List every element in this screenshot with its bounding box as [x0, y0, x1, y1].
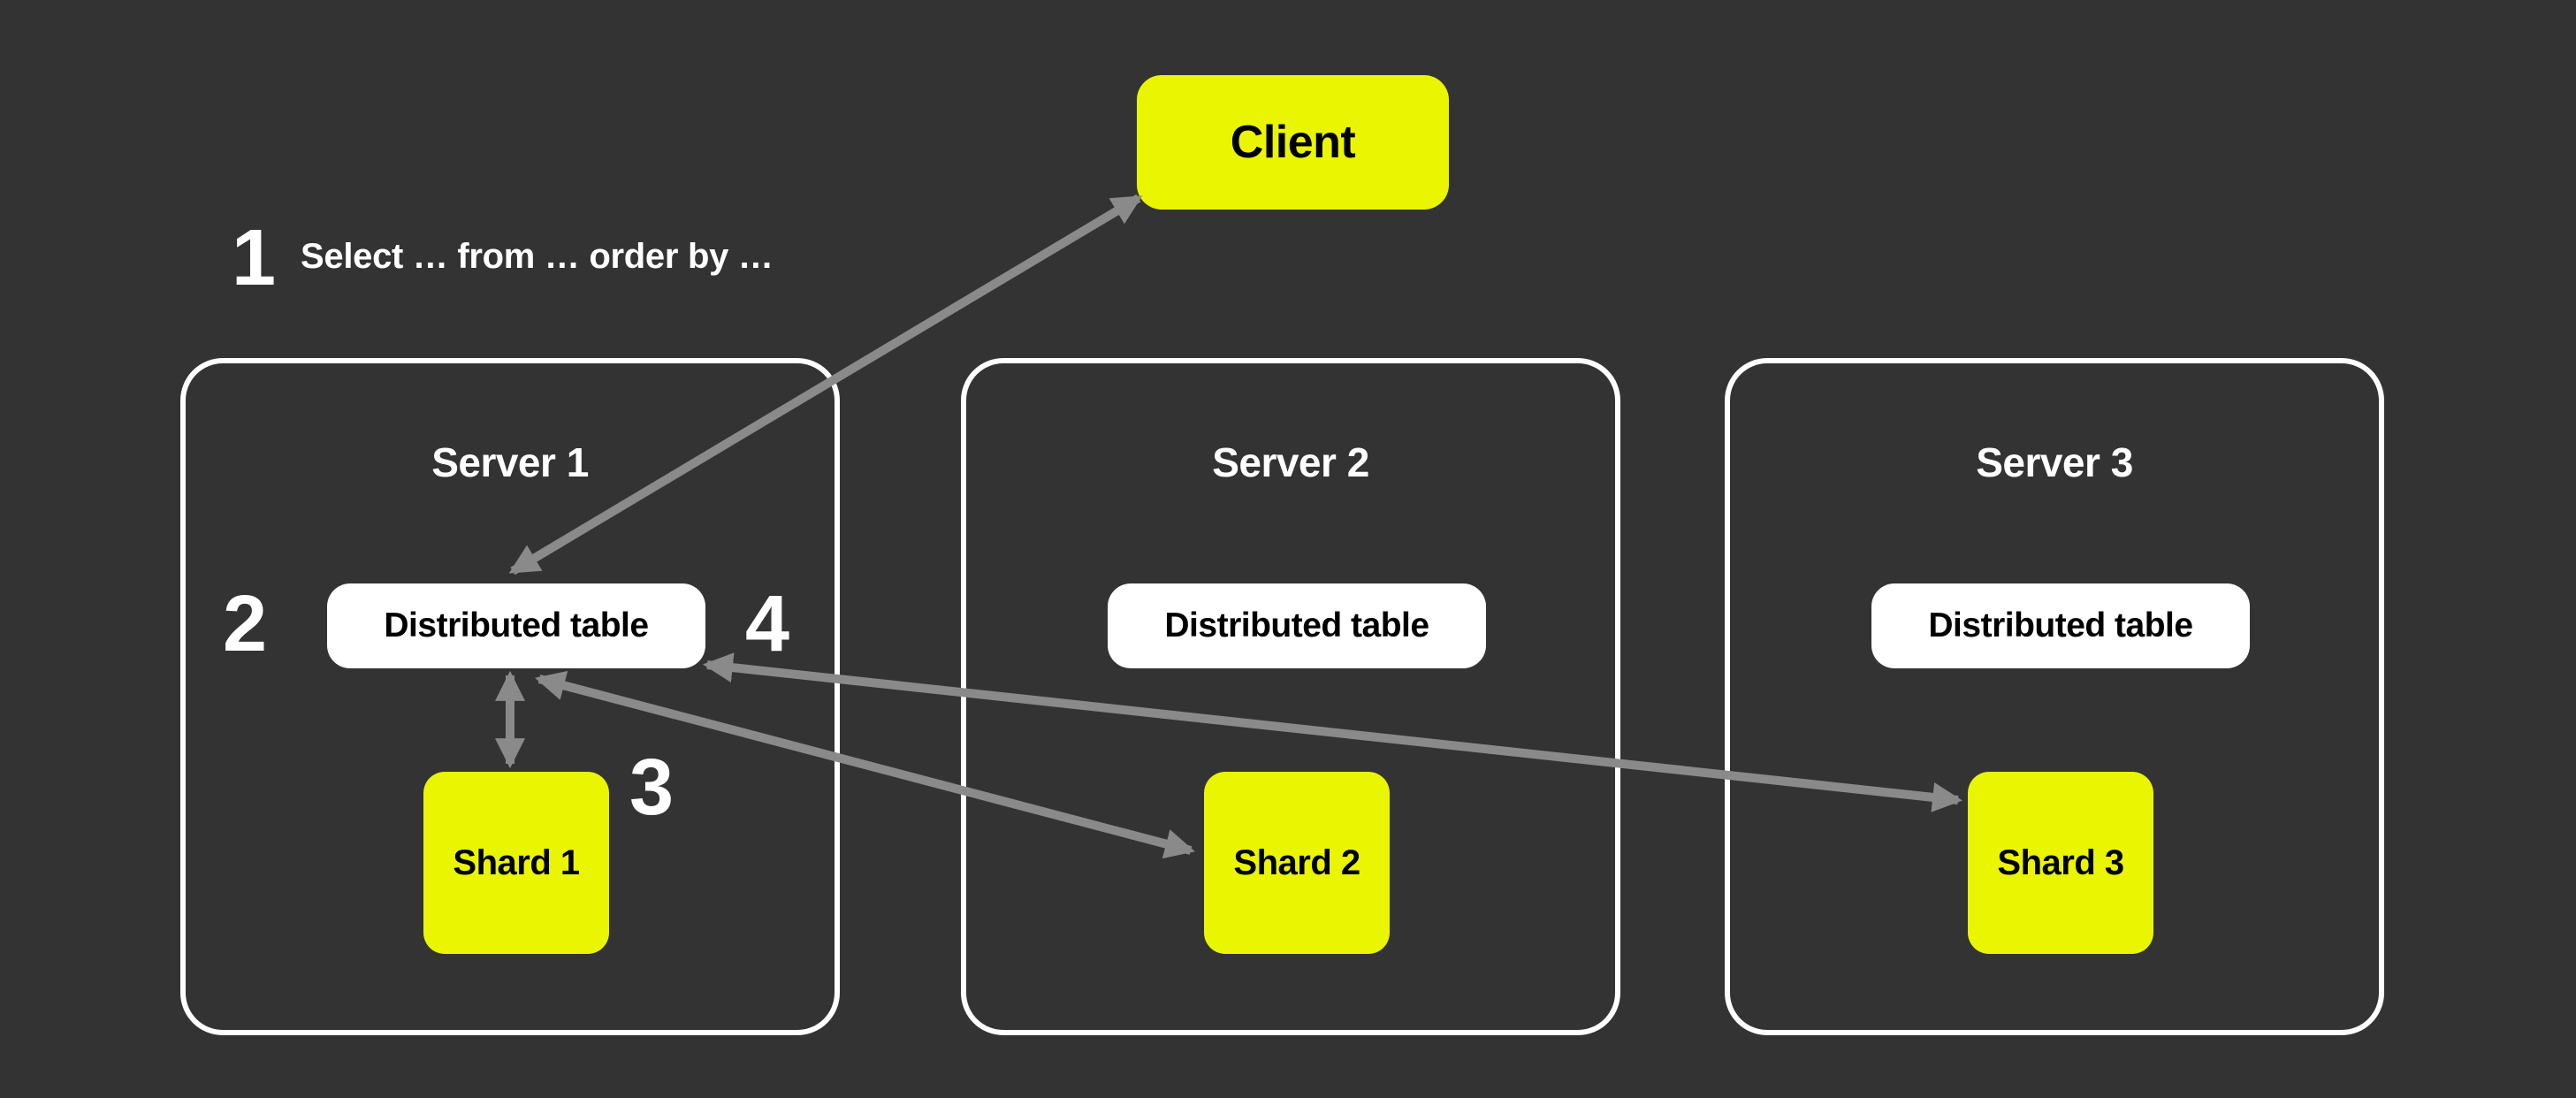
server-1-distributed-table-label: Distributed table [384, 606, 649, 644]
server-2-distributed-table: Distributed table [1108, 583, 1486, 668]
server-2-box: Server 2 Distributed table Shard 2 [961, 358, 1620, 1035]
server-1-distributed-table: Distributed table [327, 583, 705, 668]
server-3-label: Server 3 [1976, 439, 2133, 485]
server-3-box: Server 3 Distributed table Shard 3 [1725, 358, 2384, 1035]
step-2-number: 2 [223, 580, 268, 668]
server-2-distributed-table-label: Distributed table [1164, 606, 1429, 644]
server-3-shard: Shard 3 [1968, 772, 2153, 954]
step-1-number: 1 [232, 214, 277, 302]
step-1-query-text: Select … from … order by … [301, 237, 774, 276]
server-2-shard: Shard 2 [1204, 772, 1390, 954]
client-box: Client [1137, 75, 1449, 210]
server-2-shard-label: Shard 2 [1233, 843, 1360, 882]
server-3-shard-label: Shard 3 [1997, 843, 2124, 882]
server-3-distributed-table: Distributed table [1871, 583, 2250, 668]
step-4-number: 4 [745, 580, 790, 668]
client-label: Client [1230, 117, 1356, 168]
server-1-box: Server 1 Distributed table Shard 1 [180, 358, 840, 1035]
server-1-label: Server 1 [431, 439, 589, 485]
server-2-label: Server 2 [1212, 439, 1369, 485]
server-1-shard-label: Shard 1 [453, 843, 580, 882]
server-3-distributed-table-label: Distributed table [1928, 606, 2193, 644]
server-1-shard: Shard 1 [423, 772, 609, 954]
step-3-number: 3 [629, 743, 674, 832]
